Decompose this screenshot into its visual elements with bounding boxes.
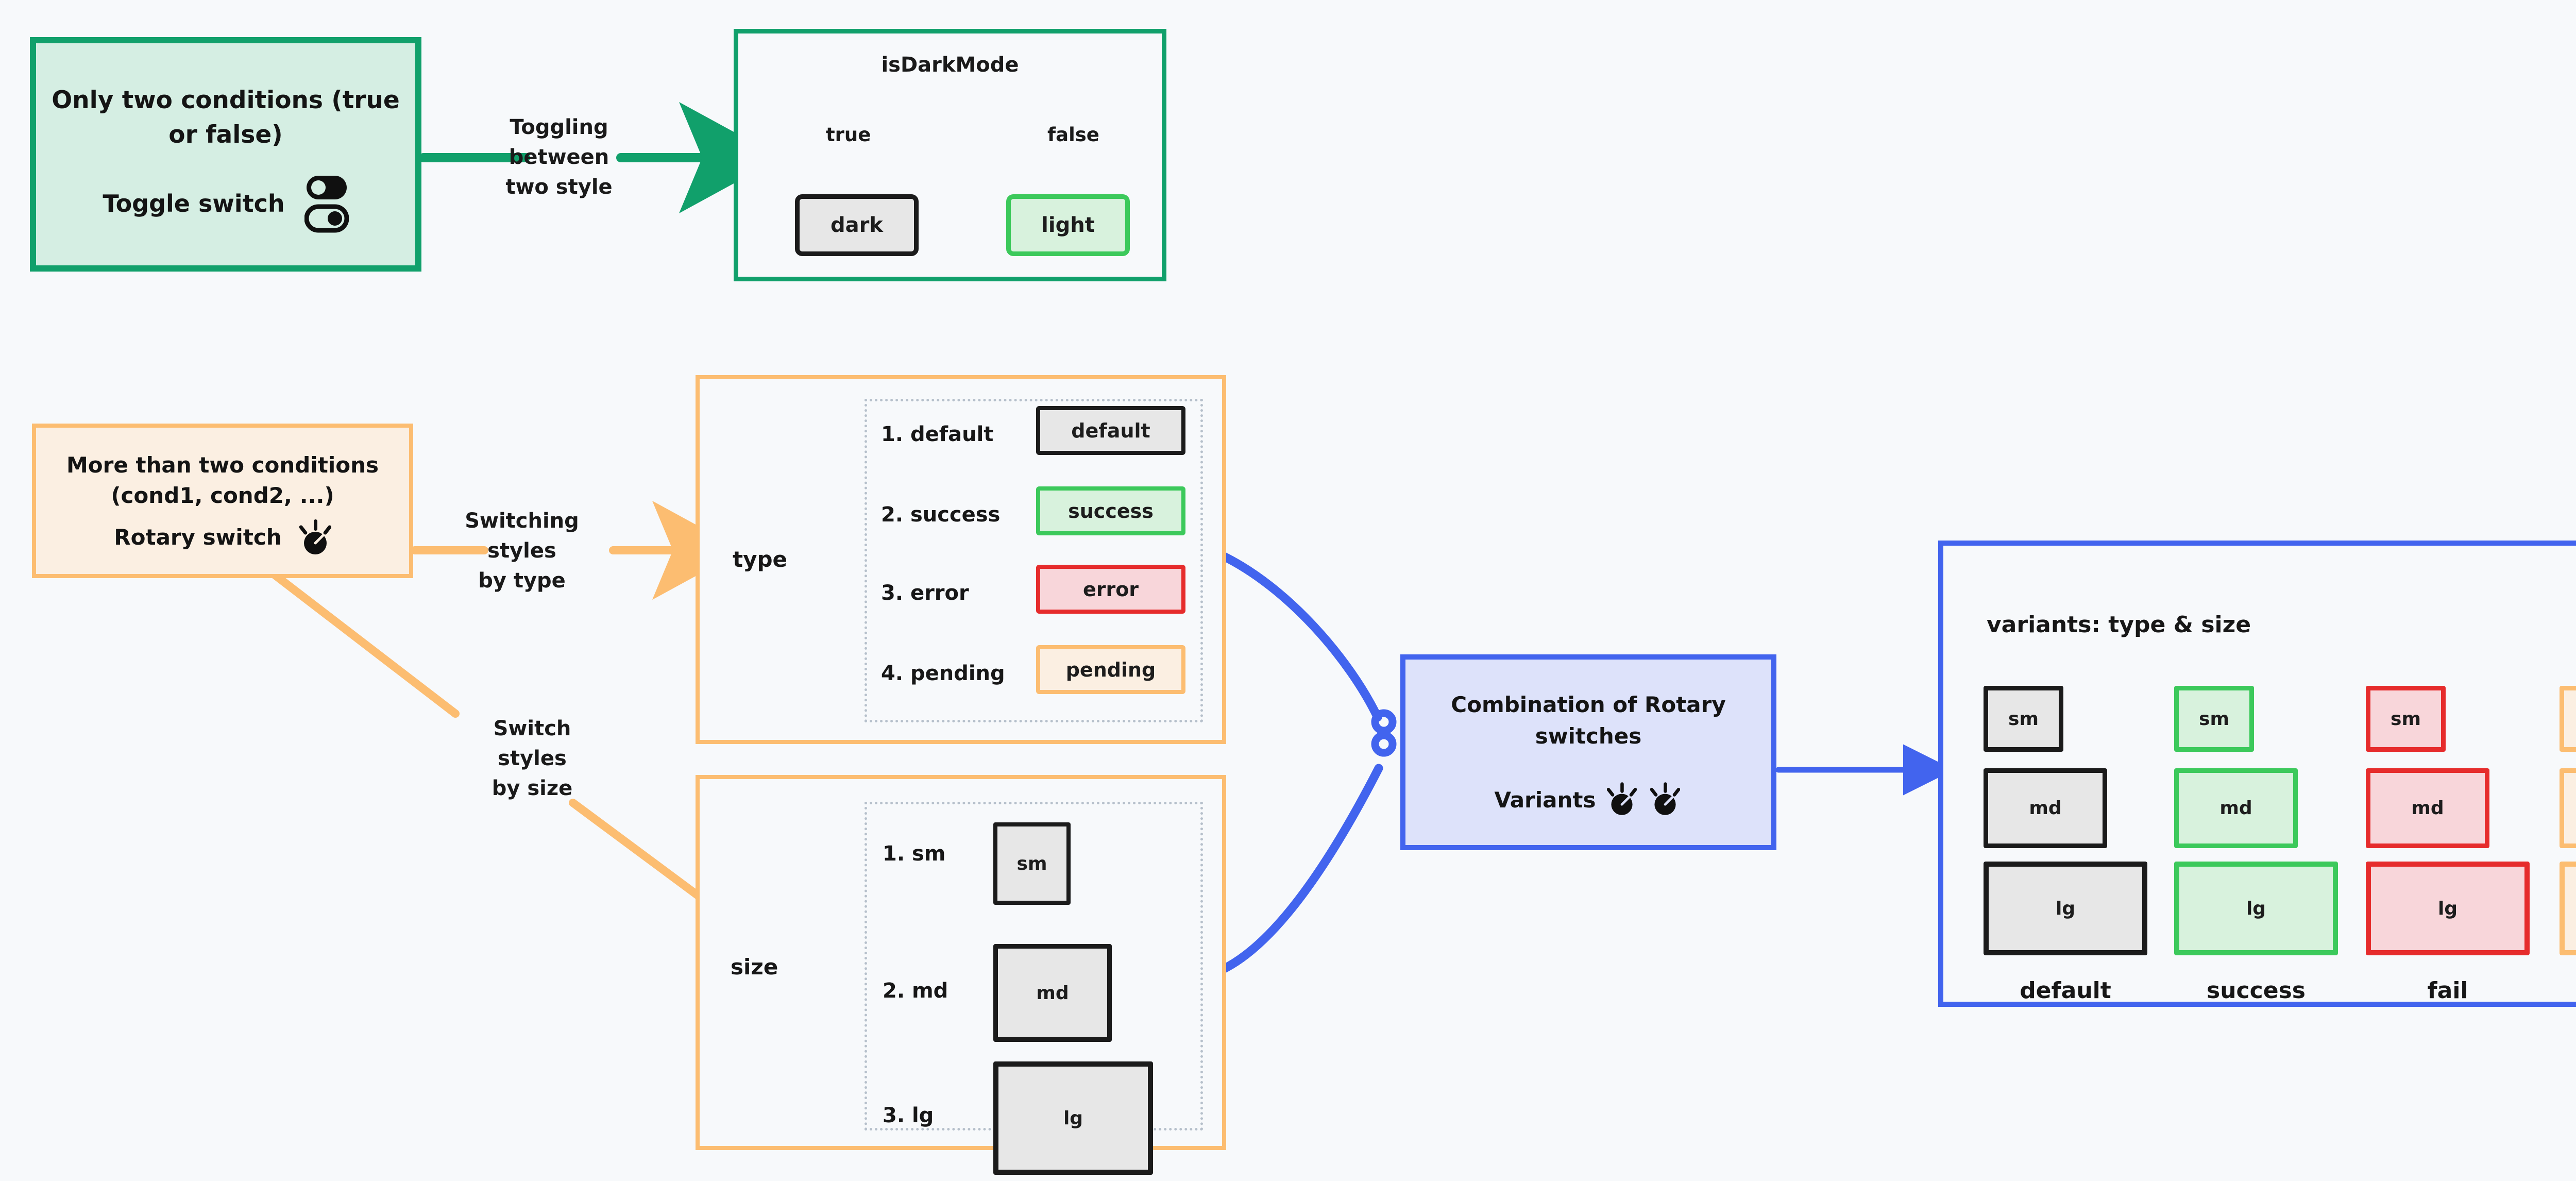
type-items-guide [865,399,1203,722]
variant-cell-pending-md[interactable]: md [2560,768,2576,848]
variant-cell-success-sm[interactable]: sm [2174,686,2254,752]
rotary-switch-label: Rotary switch [114,524,282,550]
toggle-switch-label: Toggle switch [103,190,285,217]
type-item-index-1: 2. success [881,503,1001,527]
size-chip-md[interactable]: md [993,944,1112,1042]
variant-cell-default-md[interactable]: md [1984,768,2107,848]
variants-row: Variants [1405,781,1771,818]
state-variable-label: isDarkMode [881,53,1019,77]
variant-column-caption-fail: fail [2427,977,2468,1004]
type-chip-pending[interactable]: pending [1036,645,1185,694]
size-chip-sm[interactable]: sm [993,822,1071,905]
variants-label: Variants [1494,787,1596,813]
type-item-index-2: 3. error [881,581,969,605]
outcome-chip-light[interactable]: light [1006,194,1130,256]
variant-cell-pending-lg[interactable]: lg [2560,862,2576,955]
rotary-condition-card: More than two conditions (cond1, cond2, … [32,424,413,578]
type-item-index-0: 1. default [881,423,994,446]
variant-cell-success-lg[interactable]: lg [2174,862,2338,955]
size-chip-lg[interactable]: lg [993,1061,1153,1175]
rotary-knob-icon-2 [1650,781,1682,818]
variant-cell-fail-lg[interactable]: lg [2366,862,2530,955]
variant-cell-default-sm[interactable]: sm [1984,686,2063,752]
size-item-index-1: 2. md [883,979,948,1003]
toggle-card-title: Only two conditions (true or false) [52,86,400,149]
type-chip-default[interactable]: default [1036,406,1185,455]
size-axis-label: size [731,954,778,980]
rotary-switch-row: Rotary switch [36,518,409,555]
rotary-knob-icon [299,518,332,555]
variant-cell-fail-sm[interactable]: sm [2366,686,2446,752]
size-edge-label: Switch styles by size [492,717,573,800]
size-variant-panel: size 1. sm sm 2. md md 3. lg lg [696,775,1226,1175]
rotary-knob-icon-1 [1607,781,1639,818]
type-edge-label: Switching styles by type [465,509,579,593]
toggle-switch-icon [304,173,349,234]
branch-true-label: true [826,124,871,146]
toggle-switch-row: Toggle switch [36,173,415,234]
type-item-index-3: 4. pending [881,662,1005,685]
is-dark-mode-panel: isDarkMode true false dark light [734,29,1166,281]
variant-cell-fail-md[interactable]: md [2366,768,2489,848]
type-chip-error[interactable]: error [1036,565,1185,614]
variants-matrix-panel: variants: type & size sm md lg default s… [1938,541,2576,1007]
branch-false-label: false [1047,124,1099,146]
toggle-condition-card: Only two conditions (true or false) Togg… [30,37,421,272]
variant-cell-pending-sm[interactable]: sm [2560,686,2576,752]
outcome-chip-dark[interactable]: dark [795,194,919,256]
combination-title: Combination of Rotary switches [1451,692,1726,749]
size-item-index-0: 1. sm [883,842,946,866]
variant-cell-success-md[interactable]: md [2174,768,2298,848]
rotary-card-title: More than two conditions (cond1, cond2, … [66,452,379,508]
type-variant-panel: type 1. default default 2. success succe… [696,375,1226,744]
type-chip-success[interactable]: success [1036,486,1185,535]
variant-column-caption-default: default [2020,977,2111,1004]
variant-column-caption-success: success [2207,977,2306,1004]
variant-column-caption-pending: pending [2560,977,2576,1004]
size-item-index-2: 3. lg [883,1104,934,1127]
type-axis-label: type [733,547,788,572]
variants-matrix-title: variants: type & size [1987,612,2251,638]
combination-card: Combination of Rotary switches Variants [1400,654,1776,850]
variant-cell-default-lg[interactable]: lg [1984,862,2147,955]
toggle-edge-label: Toggling between two style [505,115,613,199]
